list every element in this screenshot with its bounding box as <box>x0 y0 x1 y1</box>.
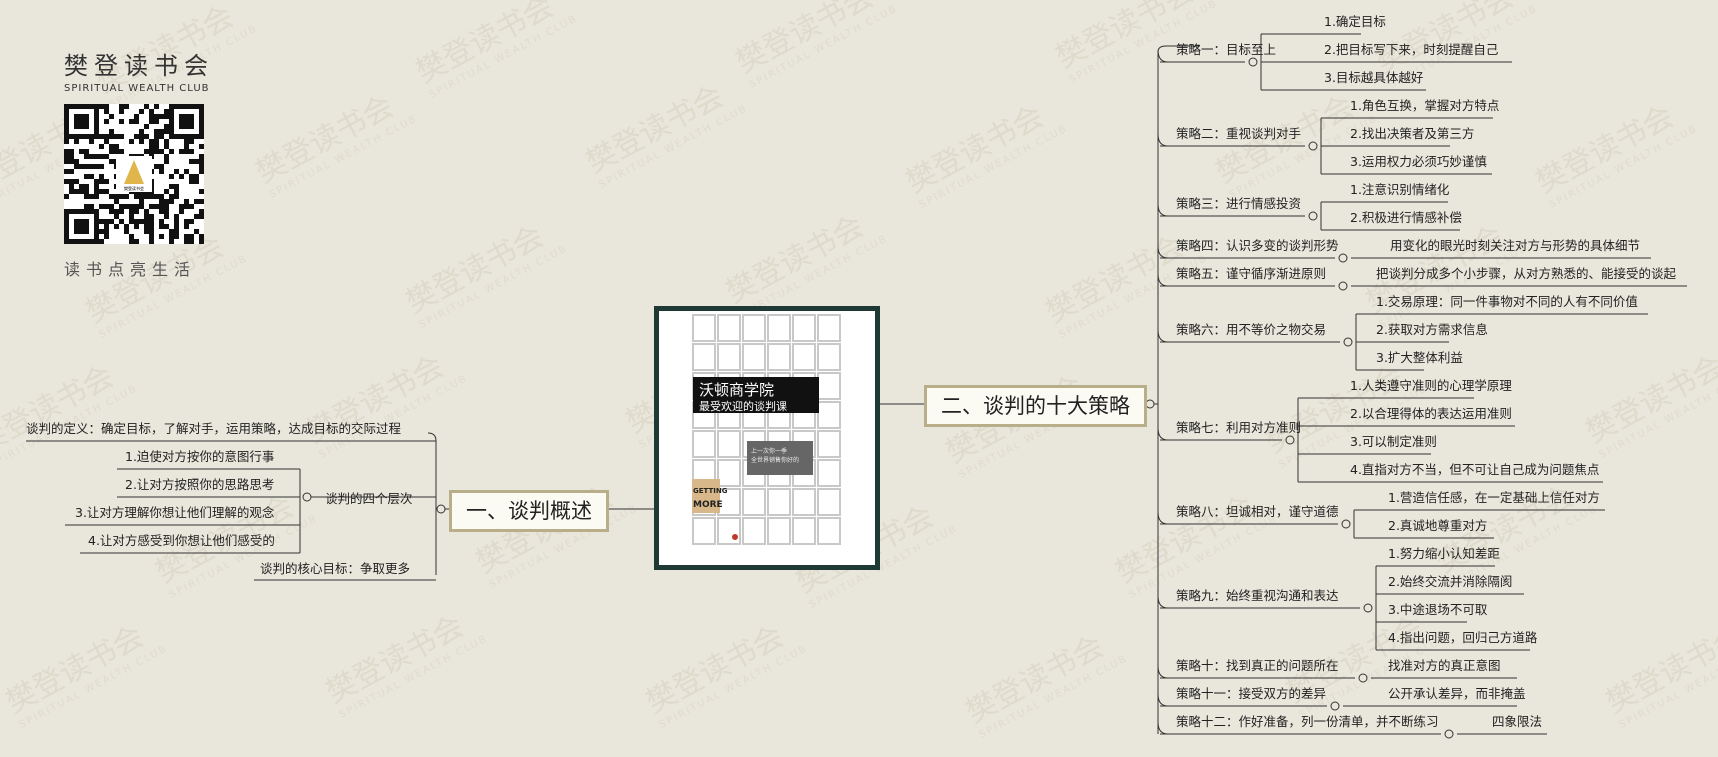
strategy-5-item-1[interactable]: 把谈判分成多个小步骤，从对方熟悉的、能接受的谈起 <box>1376 266 1677 281</box>
qr-code-icon: 樊登读书会 <box>64 104 204 244</box>
strategy-10-item-1[interactable]: 找准对方的真正意图 <box>1388 658 1501 673</box>
logo-block: 樊登读书会 SPIRITUAL WEALTH CLUB 樊登读书会 读书点亮生活 <box>64 46 214 280</box>
strategy-4-label[interactable]: 策略四：认识多变的谈判形势 <box>1176 238 1339 253</box>
strategy-11-item-1[interactable]: 公开承认差异，而非掩盖 <box>1388 686 1526 701</box>
strategy-6-item-1[interactable]: 1.交易原理：同一件事物对不同的人有不同价值 <box>1376 294 1638 309</box>
book-more: MORE <box>693 500 723 510</box>
strategy-11-label[interactable]: 策略十一：接受双方的差异 <box>1176 686 1327 701</box>
strategy-9-item-1[interactable]: 1.努力缩小认知差距 <box>1388 546 1500 561</box>
book-cover-art: 沃顿商学院 最受欢迎的谈判课 上一次你一季 全世界销售你好的 GETTING M… <box>659 311 875 565</box>
definition-node[interactable]: 谈判的定义：确定目标，了解对手，运用策略，达成目标的交际过程 <box>26 421 402 436</box>
book-getting: GETTING <box>693 487 728 495</box>
strategy-1-item-2[interactable]: 2.把目标写下来，时刻提醒自己 <box>1324 42 1499 57</box>
strategy-3-item-2[interactable]: 2.积极进行情感补偿 <box>1350 210 1462 225</box>
right-main-topic[interactable]: 二、谈判的十大策略 <box>924 385 1147 427</box>
book-title-line2: 最受欢迎的谈判课 <box>699 399 787 413</box>
strategy-2-item-2[interactable]: 2.找出决策者及第三方 <box>1350 126 1475 141</box>
strategy-6-item-2[interactable]: 2.获取对方需求信息 <box>1376 322 1488 337</box>
strategy-8-item-1[interactable]: 1.营造信任感，在一定基础上信任对方 <box>1388 490 1600 505</box>
book-grey-line2: 全世界销售你好的 <box>751 456 799 464</box>
strategy-7-item-3[interactable]: 3.可以制定准则 <box>1350 434 1437 449</box>
core-goal-node[interactable]: 谈判的核心目标：争取更多 <box>260 561 411 576</box>
strategy-3-label[interactable]: 策略三：进行情感投资 <box>1176 196 1302 211</box>
strategy-2-item-3[interactable]: 3.运用权力必须巧妙谨慎 <box>1350 154 1487 169</box>
level-node-4[interactable]: 4.让对方感受到你想让他们感受的 <box>88 533 275 548</box>
strategy-8-label[interactable]: 策略八：坦诚相对，谨守道德 <box>1176 504 1339 519</box>
strategy-10-label[interactable]: 策略十：找到真正的问题所在 <box>1176 658 1339 673</box>
strategy-7-item-1[interactable]: 1.人类遵守准则的心理学原理 <box>1350 378 1512 393</box>
strategy-1-item-1[interactable]: 1.确定目标 <box>1324 14 1386 29</box>
strategy-9-label[interactable]: 策略九：始终重视沟通和表达 <box>1176 588 1339 603</box>
levels-label-node[interactable]: 谈判的四个层次 <box>325 491 413 506</box>
svg-text:樊登读书会: 樊登读书会 <box>124 185 144 191</box>
strategy-2-item-1[interactable]: 1.角色互换，掌握对方特点 <box>1350 98 1500 113</box>
strategy-1-item-3[interactable]: 3.目标越具体越好 <box>1324 70 1424 85</box>
strategy-7-label[interactable]: 策略七：利用对方准则 <box>1176 420 1302 435</box>
strategy-12-item-1[interactable]: 四象限法 <box>1492 714 1543 729</box>
strategy-6-label[interactable]: 策略六：用不等价之物交易 <box>1176 322 1327 337</box>
strategy-7-item-2[interactable]: 2.以合理得体的表达运用准则 <box>1350 406 1512 421</box>
strategy-3-item-1[interactable]: 1.注意识别情绪化 <box>1350 182 1450 197</box>
strategy-4-item-1[interactable]: 用变化的眼光时刻关注对方与形势的具体细节 <box>1390 238 1641 253</box>
logo-subtitle: SPIRITUAL WEALTH CLUB <box>64 83 210 94</box>
strategy-5-label[interactable]: 策略五：谨守循序渐进原则 <box>1176 266 1327 281</box>
level-node-1[interactable]: 1.迫使对方按你的意图行事 <box>125 449 275 464</box>
strategy-6-item-3[interactable]: 3.扩大整体利益 <box>1376 350 1463 365</box>
book-cover: 沃顿商学院 最受欢迎的谈判课 上一次你一季 全世界销售你好的 GETTING M… <box>654 306 880 570</box>
logo-slogan: 读书点亮生活 <box>64 260 197 279</box>
strategy-1-label[interactable]: 策略一：目标至上 <box>1176 42 1277 57</box>
logo-title: 樊登读书会 <box>64 52 214 80</box>
strategy-9-item-4[interactable]: 4.指出问题，回归己方道路 <box>1388 630 1538 645</box>
left-main-topic[interactable]: 一、谈判概述 <box>449 490 609 532</box>
level-node-3[interactable]: 3.让对方理解你想让他们理解的观念 <box>75 505 275 520</box>
strategy-7-item-4[interactable]: 4.直指对方不当，但不可让自己成为问题焦点 <box>1350 462 1600 477</box>
level-node-2[interactable]: 2.让对方按照你的思路思考 <box>125 477 275 492</box>
strategy-12-label[interactable]: 策略十二：作好准备，列一份清单，并不断练习 <box>1176 714 1439 729</box>
strategy-8-item-2[interactable]: 2.真诚地尊重对方 <box>1388 518 1488 533</box>
book-title-line1: 沃顿商学院 <box>699 381 774 399</box>
strategy-9-item-2[interactable]: 2.始终交流并消除隔阂 <box>1388 574 1513 589</box>
strategy-2-label[interactable]: 策略二：重视谈判对手 <box>1176 126 1302 141</box>
strategy-9-item-3[interactable]: 3.中途退场不可取 <box>1388 602 1488 617</box>
book-grey-line1: 上一次你一季 <box>751 447 787 455</box>
